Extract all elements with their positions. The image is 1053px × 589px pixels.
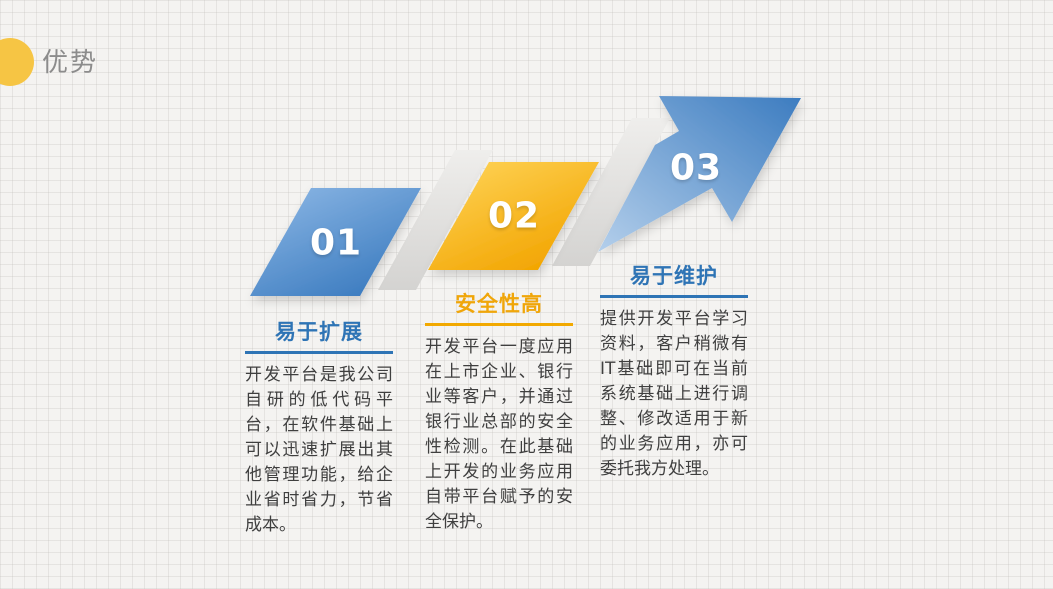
step1-number: 01: [309, 222, 363, 264]
step1-heading: 易于扩展: [275, 320, 363, 344]
step3-heading: 易于维护: [630, 264, 718, 288]
step3-body: 提供开发平台学习资料，客户稍微有IT基础即可在当前系统基础上进行调整、修改适用于…: [600, 309, 748, 479]
step1-underline: [245, 351, 393, 354]
connector-ribbon-1: [378, 150, 493, 290]
connector-ribbon-2: [552, 118, 670, 266]
step3-number: 03: [669, 147, 723, 189]
step2-heading: 安全性高: [455, 292, 543, 316]
step2-number: 02: [487, 195, 541, 237]
step3-column: 易于维护 提供开发平台学习资料，客户稍微有IT基础即可在当前系统基础上进行调整、…: [600, 260, 748, 482]
page-title: 优势: [42, 48, 99, 78]
step3-arrow: [598, 96, 801, 252]
step2-body: 开发平台一度应用在上市企业、银行业等客户，并通过银行业总部的安全性检测。在此基础…: [425, 337, 573, 532]
step1-parallelogram: [250, 188, 421, 296]
step2-column: 安全性高 开发平台一度应用在上市企业、银行业等客户，并通过银行业总部的安全性检测…: [425, 288, 573, 535]
step1-column: 易于扩展 开发平台是我公司自研的低代码平台，在软件基础上可以迅速扩展出其他管理功…: [245, 316, 393, 538]
step2-underline: [425, 323, 573, 326]
step1-body: 开发平台是我公司自研的低代码平台，在软件基础上可以迅速扩展出其他管理功能，给企业…: [245, 365, 393, 535]
step2-parallelogram: [428, 162, 599, 270]
step3-underline: [600, 295, 748, 298]
